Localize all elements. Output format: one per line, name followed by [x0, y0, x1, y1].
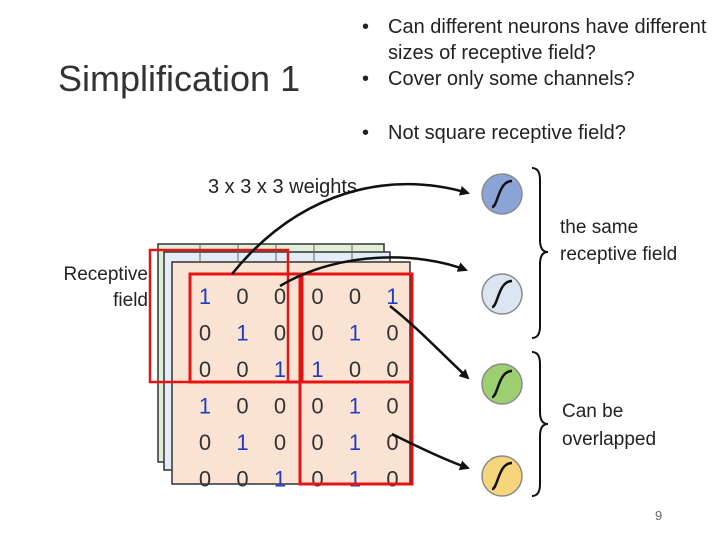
neurons [481, 173, 523, 497]
grid-cell: 1 [349, 320, 361, 345]
grid-cell: 0 [311, 284, 323, 309]
arrow-to-neuron-4 [391, 432, 470, 471]
grid-cell: 0 [236, 284, 248, 309]
grid-cell: 0 [236, 466, 248, 491]
grid-cell: 1 [236, 320, 248, 345]
grid-cell: 1 [386, 284, 398, 309]
grid-cell: 0 [199, 430, 211, 455]
grid-cell: 0 [236, 357, 248, 382]
neuron-circle [481, 273, 523, 315]
receptive-field-box-left [188, 272, 304, 384]
grid-cell: 0 [386, 466, 398, 491]
grid-cell: 1 [311, 357, 323, 382]
grid-cell: 1 [349, 430, 361, 455]
grid-cell: 1 [349, 393, 361, 418]
overlap-label: Can be overlapped [562, 401, 657, 450]
grid-cell: 0 [311, 320, 323, 345]
grid-cell: 0 [386, 393, 398, 418]
grid-cell: 0 [199, 357, 211, 382]
grid-cell: 0 [349, 284, 361, 309]
bullet-channels: Cover only some channels? [362, 66, 720, 92]
slide-title: Simplification 1 [58, 58, 301, 99]
grid-cell: 0 [274, 430, 286, 455]
bullet-list: Can different neurons have different siz… [362, 14, 720, 92]
channel-layer-front [171, 261, 411, 485]
grid-cell: 0 [386, 320, 398, 345]
neuron-green [481, 363, 523, 405]
receptive-field-label: Receptive field [63, 264, 149, 311]
neuron-circle [481, 173, 523, 215]
grid-cell: 0 [199, 466, 211, 491]
weights-label: 3 x 3 x 3 weights [208, 176, 357, 198]
grid-cell: 1 [274, 357, 286, 382]
sigmoid-icon [491, 279, 513, 309]
neuron-circle [481, 455, 523, 497]
grid-cell: 0 [386, 357, 398, 382]
grid-cell: 1 [199, 393, 211, 418]
grid-cell: 0 [236, 393, 248, 418]
neuron-blue [481, 173, 523, 215]
arrow-to-neuron-1 [231, 182, 470, 275]
sigmoid-icon [491, 369, 513, 399]
neuron-yellow [481, 455, 523, 497]
receptive-field-box-bottom [298, 380, 414, 486]
bullet-not-square: Not square receptive field? [362, 122, 626, 145]
page-number: 9 [655, 508, 663, 523]
same-receptive-field-label: the same receptive field [560, 217, 678, 265]
brace-same-receptive-field [531, 167, 549, 339]
sigmoid-icon [491, 179, 513, 209]
grid-cell: 0 [349, 357, 361, 382]
arrow-to-neuron-3 [389, 305, 470, 380]
grid-cell: 1 [349, 466, 361, 491]
neuron-circle [481, 363, 523, 405]
arrow-to-neuron-2 [279, 256, 468, 288]
grid-cell: 0 [274, 320, 286, 345]
grid-cell: 0 [274, 284, 286, 309]
grid-cell: 0 [311, 430, 323, 455]
grid-cell: 1 [199, 284, 211, 309]
bullet-receptive-size: Can different neurons have different siz… [362, 14, 720, 66]
brace-overlapped [531, 351, 549, 497]
grid-cell: 1 [236, 430, 248, 455]
grid-cell: 0 [311, 393, 323, 418]
grid-cell: 0 [311, 466, 323, 491]
grid-cell: 0 [274, 393, 286, 418]
grid-cell: 0 [199, 320, 211, 345]
sigmoid-icon [491, 461, 513, 491]
neuron-light [481, 273, 523, 315]
channel-layers [157, 243, 411, 485]
grid-cell: 1 [274, 466, 286, 491]
